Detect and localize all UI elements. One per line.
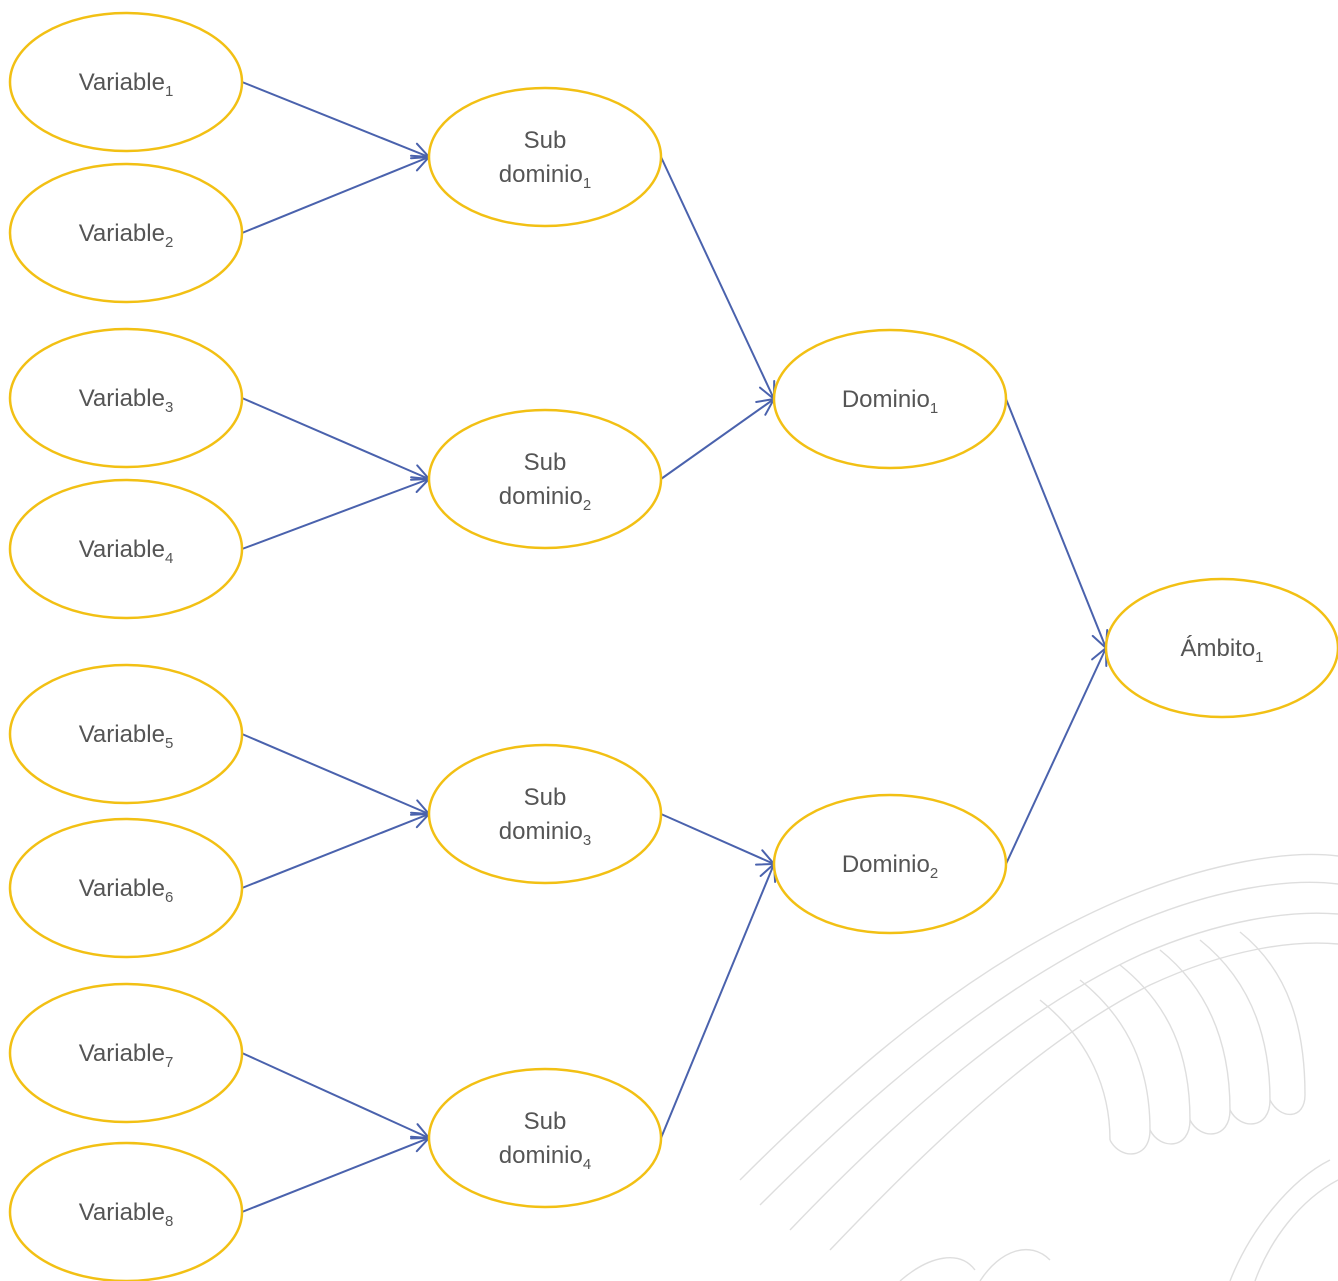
edge-v7-to-s4 xyxy=(241,1052,432,1140)
node-label: Variable5 xyxy=(79,721,174,752)
node-ellipse xyxy=(1104,577,1338,719)
edge-s2-to-d1 xyxy=(660,397,776,480)
nodes-layer: Variable1Variable2Variable3Variable4Vari… xyxy=(8,11,1338,1281)
node-ellipse xyxy=(427,86,663,228)
node-label: Sub xyxy=(524,449,567,476)
node-label: dominio2 xyxy=(499,483,591,514)
node-label: Variable8 xyxy=(79,1199,174,1230)
edge-s3-to-d2 xyxy=(660,813,777,866)
node-v3: Variable3 xyxy=(8,327,244,469)
node-ellipse xyxy=(772,328,1008,470)
node-ellipse xyxy=(8,1141,244,1281)
edge-v8-to-s4 xyxy=(241,1135,432,1213)
node-ellipse xyxy=(8,162,244,304)
node-ellipse xyxy=(427,408,663,550)
node-label: Variable2 xyxy=(79,220,174,251)
node-label: Sub xyxy=(524,1108,567,1135)
node-label: Variable3 xyxy=(79,385,174,416)
node-v4: Variable4 xyxy=(8,478,244,620)
node-v8: Variable8 xyxy=(8,1141,244,1281)
node-ellipse xyxy=(772,793,1008,935)
node-label: Variable4 xyxy=(79,536,174,567)
node-label: Dominio2 xyxy=(842,851,938,882)
node-label: Sub xyxy=(524,127,567,154)
node-label: Sub xyxy=(524,784,567,811)
node-s2: Sub dominio2 xyxy=(427,408,663,550)
node-ellipse xyxy=(427,1067,663,1209)
node-v1: Variable1 xyxy=(8,11,244,153)
node-label: Dominio1 xyxy=(842,386,938,417)
edge-s4-to-d2 xyxy=(660,861,777,1139)
node-v6: Variable6 xyxy=(8,817,244,959)
edge-v4-to-s2 xyxy=(241,476,432,550)
edge-v1-to-s1 xyxy=(241,81,432,160)
node-label: Variable1 xyxy=(79,69,174,100)
node-d2: Dominio2 xyxy=(772,793,1008,935)
node-ellipse xyxy=(8,982,244,1124)
node-ellipse xyxy=(8,817,244,959)
wing-watermark-icon xyxy=(739,853,1338,1281)
node-label: dominio3 xyxy=(499,818,591,849)
node-s3: Sub dominio3 xyxy=(427,743,663,885)
edge-s1-to-d1 xyxy=(660,156,776,402)
node-ellipse xyxy=(427,743,663,885)
edge-v2-to-s1 xyxy=(241,154,432,234)
edge-d2-to-a1 xyxy=(1005,645,1108,865)
edge-v5-to-s3 xyxy=(241,733,432,816)
node-label: Variable7 xyxy=(79,1040,174,1071)
node-ellipse xyxy=(8,327,244,469)
node-label: Ámbito1 xyxy=(1180,635,1263,666)
node-v7: Variable7 xyxy=(8,982,244,1124)
node-label: dominio4 xyxy=(499,1142,591,1173)
node-ellipse xyxy=(8,478,244,620)
node-v2: Variable2 xyxy=(8,162,244,304)
node-s1: Sub dominio1 xyxy=(427,86,663,228)
edge-v6-to-s3 xyxy=(241,811,432,889)
node-ellipse xyxy=(8,663,244,805)
edges-layer xyxy=(241,81,1109,1213)
node-d1: Dominio1 xyxy=(772,328,1008,470)
node-s4: Sub dominio4 xyxy=(427,1067,663,1209)
node-a1: Ámbito1 xyxy=(1104,577,1338,719)
node-v5: Variable5 xyxy=(8,663,244,805)
node-label: dominio1 xyxy=(499,161,591,192)
node-label: Variable6 xyxy=(79,875,174,906)
node-ellipse xyxy=(8,11,244,153)
edge-v3-to-s2 xyxy=(241,397,432,481)
edge-d1-to-a1 xyxy=(1005,398,1109,651)
